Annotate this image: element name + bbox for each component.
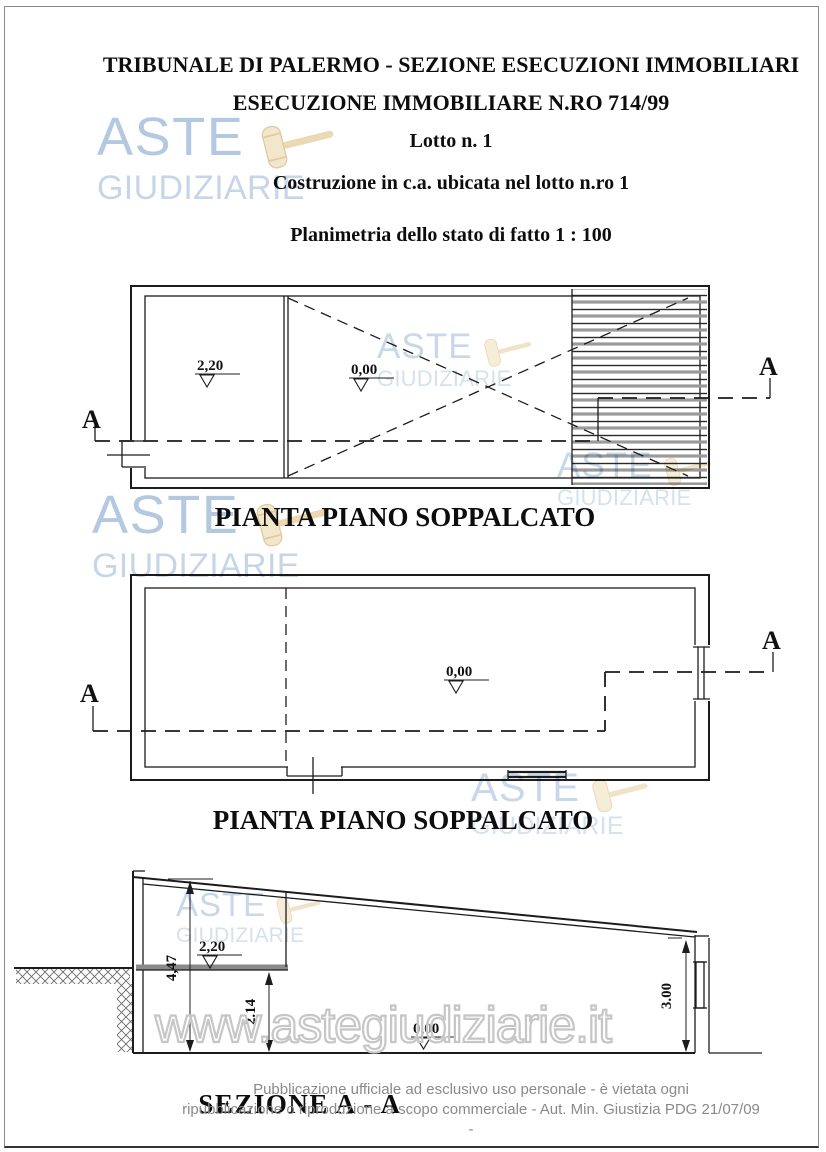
watermark-brand-text: ASTE xyxy=(377,327,473,366)
watermark-logo-plan1-center: ASTE GIUDIZIARIE xyxy=(377,327,536,391)
watermark-brand-text: ASTE xyxy=(557,446,653,485)
gavel-icon xyxy=(261,125,333,169)
footer-separator: - xyxy=(468,1121,474,1138)
watermark-brand-text: ASTE xyxy=(471,766,581,810)
watermark-brand-subtext: GIUDIZIARIE xyxy=(377,366,512,391)
gavel-icon xyxy=(276,897,321,924)
watermark-brand-subtext: GIUDIZIARIE xyxy=(97,169,305,207)
gavel-icon xyxy=(663,457,711,486)
watermark-brand-subtext: GIUDIZIARIE xyxy=(92,547,300,585)
header-court-title: TRIBUNALE DI PALERMO - SEZIONE ESECUZION… xyxy=(102,52,800,77)
watermark-logo-caption1: ASTE GIUDIZIARIE xyxy=(92,485,336,585)
watermark-brand-subtext: GIUDIZIARIE xyxy=(557,485,692,510)
watermark-logo-section: ASTE GIUDIZIARIE xyxy=(176,886,325,947)
watermark-brand-text: ASTE xyxy=(97,107,245,167)
gavel-icon xyxy=(256,503,328,547)
gavel-icon xyxy=(592,779,648,813)
watermark-url: www.astegiudiziarie.it xyxy=(154,996,613,1054)
caption-section: SEZIONE A - A xyxy=(198,1089,402,1119)
footer-disclaimer-line1: Pubblicazione ufficiale ad esclusivo uso… xyxy=(253,1081,689,1098)
header-case-number: ESECUZIONE IMMOBILIARE N.RO 714/99 xyxy=(232,90,670,115)
footer-disclaimer-line2: ripubblicazione o riproduzione a scopo c… xyxy=(182,1101,760,1118)
page-border xyxy=(4,6,819,1148)
watermark-logo-header: ASTE GIUDIZIARIE xyxy=(97,107,341,207)
watermark-logo-plan1-corner: ASTE GIUDIZIARIE xyxy=(557,446,716,510)
caption-plan2: PIANTA PIANO SOPPALCATO xyxy=(212,805,594,835)
watermark-brand-text: ASTE xyxy=(176,886,267,923)
watermark-logo-caption2: ASTE GIUDIZIARIE xyxy=(471,766,653,840)
gavel-icon xyxy=(483,338,531,367)
watermark-brand-subtext: GIUDIZIARIE xyxy=(176,924,305,947)
watermark-brand-subtext: GIUDIZIARIE xyxy=(471,812,624,840)
header-lot-number: Lotto n. 1 xyxy=(409,130,493,152)
header-description: Costruzione in c.a. ubicata nel lotto n.… xyxy=(272,172,630,194)
watermark-brand-text: ASTE xyxy=(92,485,240,545)
header-scale-title: Planimetria dello stato di fatto 1 : 100 xyxy=(290,224,612,246)
